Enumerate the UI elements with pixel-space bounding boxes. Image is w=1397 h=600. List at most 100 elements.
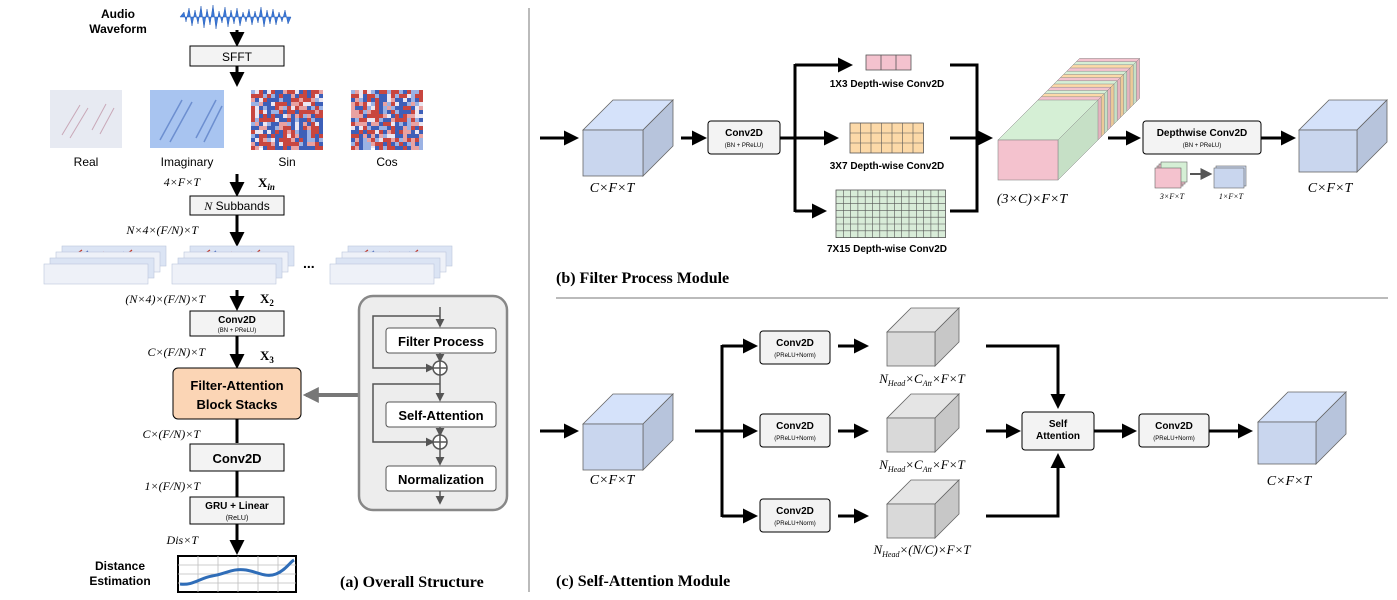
cos-spec-pixel — [379, 114, 383, 118]
sin-spec-pixel — [319, 106, 323, 110]
cos-spec-pixel — [351, 114, 355, 118]
sin-spec-pixel — [291, 118, 295, 122]
sin-spec-pixel — [319, 122, 323, 126]
sin-spec-pixel — [299, 126, 303, 130]
cos-spec-pixel — [383, 98, 387, 102]
cube-output-c — [1257, 391, 1347, 465]
cos-spec-pixel — [419, 98, 423, 102]
dim-after-stack: C×(F/N)×T — [142, 427, 201, 441]
sin-spec-pixel — [307, 138, 311, 142]
dim-v: NHead×(N/C)×F×T — [872, 542, 971, 559]
sin-spec-pixel — [319, 126, 323, 130]
sin-spec-pixel — [319, 118, 323, 122]
sin-spec-pixel — [279, 138, 283, 142]
sin-spec-pixel — [291, 138, 295, 142]
sin-spec-pixel — [303, 130, 307, 134]
sin-spec-pixel — [255, 142, 259, 146]
sin-spec-pixel — [291, 142, 295, 146]
sin-spec-pixel — [271, 114, 275, 118]
kernel-3x7 — [849, 122, 924, 154]
sin-spec-pixel — [263, 146, 267, 150]
sin-spec-pixel — [279, 122, 283, 126]
arrow-v — [986, 453, 1066, 518]
sin-spec-pixel — [319, 114, 323, 118]
cos-spec-pixel — [351, 138, 355, 142]
sin-spec-pixel — [303, 114, 307, 118]
sin-spec-pixel — [259, 134, 263, 138]
sin-spec-pixel — [251, 134, 255, 138]
cos-spec-pixel — [355, 102, 359, 106]
kernel-3x7-lines — [850, 123, 924, 153]
cos-spec-pixel — [371, 126, 375, 130]
sin-spec-pixel — [255, 126, 259, 130]
sin-spec-pixel — [283, 142, 287, 146]
cos-spec-pixel — [391, 106, 395, 110]
dim-subbands: N×4×(F/N)×T — [125, 223, 199, 237]
sin-spec-pixel — [263, 134, 267, 138]
dim-q: NHead×CAtt×F×T — [878, 371, 965, 388]
cos-spec-pixel — [391, 90, 395, 94]
cos-spec-pixel — [375, 110, 379, 114]
cos-spec-pixel — [351, 90, 355, 94]
cos-spec-pixel — [411, 118, 415, 122]
sin-spec-pixel — [259, 126, 263, 130]
cos-spec-pixel — [383, 122, 387, 126]
cos-spec-pixel — [399, 94, 403, 98]
cos-spec-pixel — [395, 126, 399, 130]
sin-spec-pixel — [307, 130, 311, 134]
spectrogram-label-real: Real — [74, 155, 99, 169]
sin-spec-pixel — [283, 90, 287, 94]
panel-a-overall-structure: Audio Waveform SFFT Real Imaginary Sin C… — [43, 4, 509, 593]
block-label-filter: Filter Process — [398, 334, 484, 349]
cos-spec-pixel — [363, 98, 367, 102]
cos-spec-pixel — [411, 138, 415, 142]
cos-spec-pixel — [359, 114, 363, 118]
cube-v-front — [886, 503, 936, 539]
cos-spec-pixel — [379, 90, 383, 94]
cos-spec-pixel — [375, 138, 379, 142]
sin-spec-pixel — [295, 94, 299, 98]
sin-spec-pixel — [311, 130, 315, 134]
dim-k: NHead×CAtt×F×T — [878, 457, 965, 474]
dim-out: Dis×T — [166, 533, 200, 547]
sin-spec-pixel — [315, 126, 319, 130]
sin-spec-pixel — [251, 118, 255, 122]
cos-spec-pixel — [379, 98, 383, 102]
cos-spec-pixel — [371, 114, 375, 118]
cos-spec-pixel — [411, 102, 415, 106]
conv-out-sub: (PReLU+Norm) — [1153, 436, 1195, 442]
sin-spec-pixel — [279, 90, 283, 94]
x2-label: X2 — [260, 291, 274, 308]
sin-spec-pixel — [279, 118, 283, 122]
cos-spec-pixel — [359, 110, 363, 114]
sin-spec-pixel — [251, 102, 255, 106]
cos-spec-pixel — [387, 138, 391, 142]
sin-spec-pixel — [315, 130, 319, 134]
sin-spec-pixel — [267, 122, 271, 126]
cos-spec-pixel — [367, 126, 371, 130]
sin-spec-pixel — [287, 114, 291, 118]
cos-spec-pixel — [355, 90, 359, 94]
plus-icon — [433, 435, 447, 449]
cos-spec-pixel — [351, 142, 355, 146]
cube-value — [886, 479, 960, 539]
sin-spec-pixel — [315, 110, 319, 114]
sin-spec-pixel — [251, 130, 255, 134]
sin-spec-pixel — [299, 146, 303, 150]
sin-spec-pixel — [287, 118, 291, 122]
sin-spec-pixel — [287, 98, 291, 102]
cos-spec-pixel — [407, 122, 411, 126]
cos-spec-pixel — [391, 126, 395, 130]
sin-spec-pixel — [291, 90, 295, 94]
sin-spec-pixel — [299, 134, 303, 138]
cos-spec-pixel — [395, 110, 399, 114]
sin-spec-pixel — [311, 110, 315, 114]
cos-spec-pixel — [399, 146, 403, 150]
cos-spec-pixel — [367, 138, 371, 142]
sin-spec-pixel — [299, 142, 303, 146]
sin-spec-pixel — [307, 118, 311, 122]
cos-spec-pixel — [391, 138, 395, 142]
sin-spec-pixel — [291, 122, 295, 126]
sa-label-2: Attention — [1036, 431, 1080, 442]
cos-spec-pixel — [391, 146, 395, 150]
